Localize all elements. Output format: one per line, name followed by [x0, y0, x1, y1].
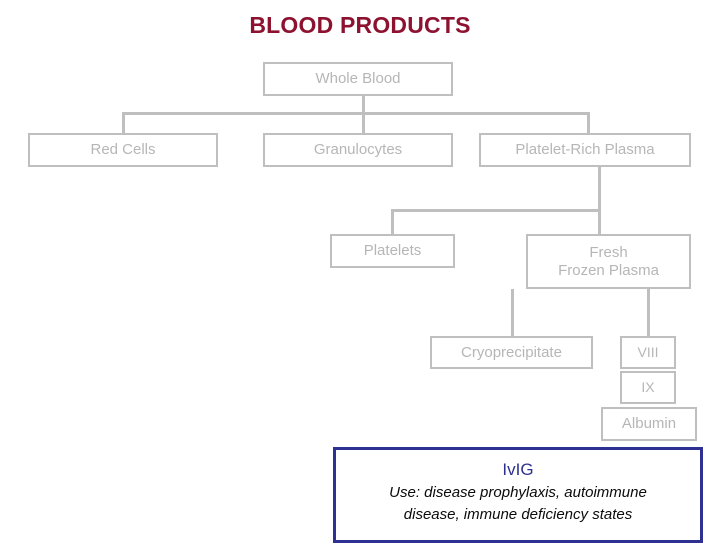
node-albumin[interactable]: Albumin — [601, 407, 697, 441]
node-fresh-frozen-plasma-label-line1: Fresh — [589, 243, 628, 261]
ivig-description-line1: Use: disease prophylaxis, autoimmune — [389, 484, 647, 502]
ivig-callout[interactable]: IvIG Use: disease prophylaxis, autoimmun… — [333, 447, 703, 543]
node-granulocytes[interactable]: Granulocytes — [263, 133, 453, 167]
node-factor-ix[interactable]: IX — [620, 371, 676, 404]
node-platelet-rich-plasma-label: Platelet-Rich Plasma — [515, 141, 655, 159]
node-factor-viii[interactable]: VIII — [620, 336, 676, 369]
node-fresh-frozen-plasma[interactable]: Fresh Frozen Plasma — [526, 234, 691, 289]
connector-row3-bar — [391, 209, 601, 212]
connector-to-redcells — [122, 112, 125, 134]
node-albumin-label: Albumin — [621, 415, 677, 433]
connector-prp-down — [598, 167, 601, 212]
connector-to-granulocytes — [362, 112, 365, 134]
node-whole-blood[interactable]: Whole Blood — [263, 62, 453, 96]
node-fresh-frozen-plasma-label-line2: Frozen Plasma — [558, 261, 659, 279]
node-granulocytes-label: Granulocytes — [313, 141, 403, 159]
connector-wholeblood-down — [362, 96, 365, 115]
node-cryoprecipitate[interactable]: Cryoprecipitate — [430, 336, 593, 369]
node-cryoprecipitate-label: Cryoprecipitate — [461, 343, 562, 361]
page-title: BLOOD PRODUCTS — [249, 12, 471, 38]
node-platelet-rich-plasma[interactable]: Platelet-Rich Plasma — [479, 133, 691, 167]
connector-to-prp — [587, 112, 590, 134]
node-platelets-label: Platelets — [363, 242, 422, 260]
node-factor-viii-label: VIII — [637, 344, 659, 361]
ivig-description: Use: disease prophylaxis, autoimmune dis… — [336, 480, 700, 526]
connector-ffp-to-viii — [647, 289, 650, 336]
node-red-cells[interactable]: Red Cells — [28, 133, 218, 167]
node-factor-ix-label: IX — [641, 379, 655, 396]
ivig-description-line2: disease, immune deficiency states — [403, 506, 633, 523]
node-red-cells-label: Red Cells — [90, 141, 156, 159]
ivig-title: IvIG — [502, 460, 534, 479]
node-whole-blood-label: Whole Blood — [315, 70, 401, 88]
connector-to-platelets — [391, 209, 394, 234]
connector-ffp-to-cryo — [511, 289, 514, 336]
connector-row2-bar — [122, 112, 590, 115]
node-platelets[interactable]: Platelets — [330, 234, 455, 268]
connector-to-ffp — [598, 209, 601, 234]
